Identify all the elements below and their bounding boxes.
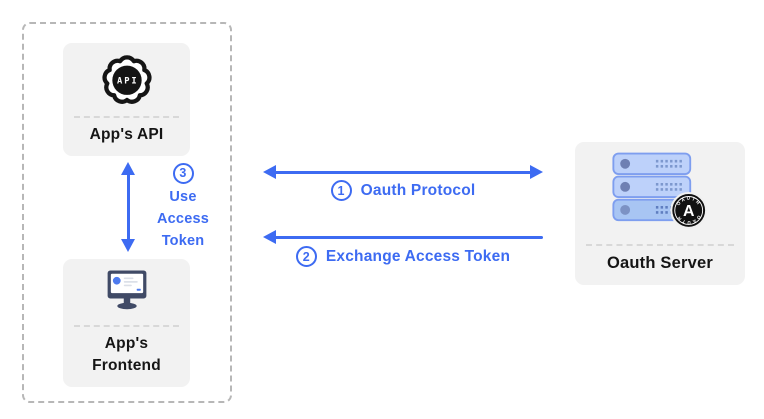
badge-center-letter: A bbox=[683, 203, 695, 220]
step3-label: Use Access Token bbox=[157, 189, 209, 249]
apps-api-label: App's API bbox=[89, 126, 164, 143]
oauth-server-node: OAUTH OAUTH A Oauth Server bbox=[575, 142, 745, 285]
apps-api-node: API App's API bbox=[63, 43, 190, 156]
server-stack-icon: OAUTH OAUTH A bbox=[575, 142, 745, 244]
step3-number-badge: 3 bbox=[172, 163, 194, 184]
monitor-icon bbox=[63, 259, 190, 325]
oauth-server-label: Oauth Server bbox=[606, 253, 714, 272]
card-divider bbox=[74, 325, 179, 327]
arrow-down-icon bbox=[121, 239, 135, 252]
apps-frontend-node: App's Frontend bbox=[63, 259, 190, 387]
apps-frontend-label: App's Frontend bbox=[92, 335, 161, 374]
arrow-left-icon bbox=[263, 165, 276, 179]
step1-oauth-protocol: 1 Oauth Protocol bbox=[263, 180, 543, 201]
arrow-left-icon bbox=[263, 230, 276, 244]
step1-number-badge: 1 bbox=[330, 180, 352, 201]
api-icon-text: API bbox=[117, 76, 139, 86]
step1-label: Oauth Protocol bbox=[360, 181, 476, 199]
step2-label: Exchange Access Token bbox=[325, 247, 511, 265]
arrow-up-icon bbox=[121, 162, 135, 175]
step3-use-access-token: 3 Use Access Token bbox=[150, 163, 216, 252]
oauth-badge-icon: OAUTH OAUTH A bbox=[670, 191, 708, 229]
card-divider bbox=[586, 243, 734, 246]
exchange-access-token-arrow bbox=[263, 230, 543, 244]
use-access-token-arrow bbox=[114, 162, 142, 252]
card-divider bbox=[74, 116, 179, 118]
arrow-right-icon bbox=[530, 165, 543, 179]
step2-exchange-access-token: 2 Exchange Access Token bbox=[263, 246, 543, 267]
oauth-protocol-arrow bbox=[263, 165, 543, 179]
step2-number-badge: 2 bbox=[295, 246, 317, 267]
api-gear-icon: API bbox=[63, 43, 190, 116]
